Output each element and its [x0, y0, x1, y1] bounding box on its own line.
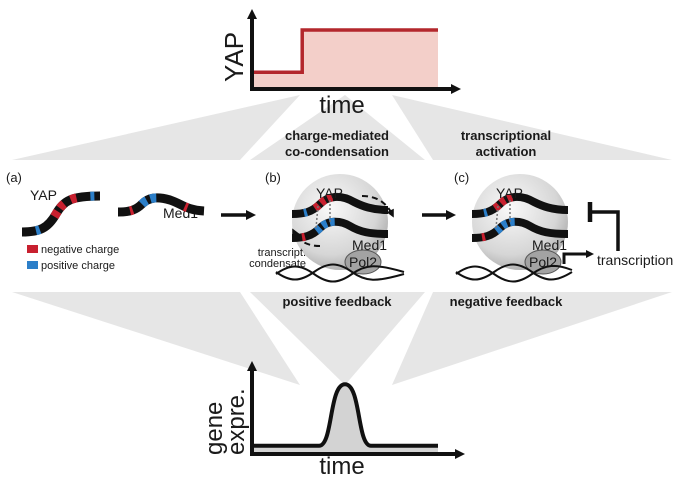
panel-c-tag: (c) — [454, 170, 469, 185]
top-wedge-right — [392, 95, 672, 160]
panel-a-tag: (a) — [6, 170, 22, 185]
condensate-label-b1: transcript. — [258, 247, 306, 259]
gene-expression-curve — [252, 382, 438, 448]
top-wedge-middle — [250, 95, 425, 160]
yap-y-label: YAP — [219, 32, 249, 82]
dna-strand-b2 — [275, 263, 405, 281]
yap-label-b: YAP — [316, 185, 343, 201]
med1-strand-b — [291, 217, 389, 242]
transcription-arrow — [562, 250, 594, 264]
panel-a-yap-label: YAP — [30, 187, 57, 203]
condensate-label-b2: condensate — [249, 258, 306, 270]
header-middle-line2: co-condensation — [285, 144, 389, 159]
top-wedge-left — [12, 95, 300, 160]
legend-negative-swatch — [27, 245, 38, 253]
header-right-line2: activation — [476, 144, 537, 159]
legend-negative-label: negative charge — [41, 244, 119, 256]
gene-y-label-line2: expre. — [223, 388, 250, 455]
legend-positive-swatch — [27, 261, 38, 269]
pol2-blob-c — [524, 249, 562, 275]
yap-curve — [252, 28, 438, 74]
cycle-arrow-top-b — [361, 195, 394, 218]
yap-label-c: YAP — [496, 185, 523, 201]
dna-strand-c1 — [455, 264, 573, 283]
header-middle-line1: charge-mediated — [285, 128, 389, 143]
panel-a: (a) YAP Med1 negative charge positive ch… — [6, 170, 205, 272]
yap-fill-area — [252, 30, 438, 89]
dna-strand-c2 — [455, 263, 573, 281]
yap-x-label: time — [319, 92, 364, 119]
background-wedges — [12, 95, 672, 385]
gene-expression-fill — [252, 384, 438, 454]
gene-expression-chart: gene expre. time — [201, 361, 465, 477]
section-headers: charge-mediated co-condensation transcri… — [285, 128, 551, 159]
inhibition-line — [590, 210, 620, 251]
pol2-blob-b — [344, 249, 382, 275]
gene-x-label: time — [319, 453, 364, 477]
med1-strand-c — [471, 217, 569, 242]
yap-protein-strand — [21, 191, 101, 237]
bottom-wedge-middle — [250, 292, 425, 385]
transcription-label: transcription — [597, 252, 673, 268]
legend-positive-label: positive charge — [41, 260, 115, 272]
feedback-label-c: negative feedback — [450, 294, 563, 309]
bottom-wedge-right — [392, 292, 672, 385]
yap-strand-c — [471, 193, 569, 218]
header-right-line1: transcriptional — [461, 128, 551, 143]
med1-label-b: Med1 — [352, 237, 387, 253]
panel-b: (b) Pol2 YAP Med1 transcript. condensate… — [249, 170, 405, 309]
med1-protein-strand — [117, 193, 205, 217]
yap-strand-b — [291, 193, 389, 218]
gene-y-label-line1: gene — [201, 402, 228, 455]
bottom-wedge-left — [12, 292, 300, 385]
dna-strand-b1 — [275, 265, 405, 283]
panel-c: (c) Pol2 YAP Med1 transcription negative… — [450, 170, 674, 309]
yap-chart: YAP time — [219, 9, 461, 119]
cycle-arrow-bottom-b — [292, 228, 321, 247]
panel-b-tag: (b) — [265, 170, 281, 185]
med1-label-c: Med1 — [532, 237, 567, 253]
feedback-label-b: positive feedback — [282, 294, 392, 309]
